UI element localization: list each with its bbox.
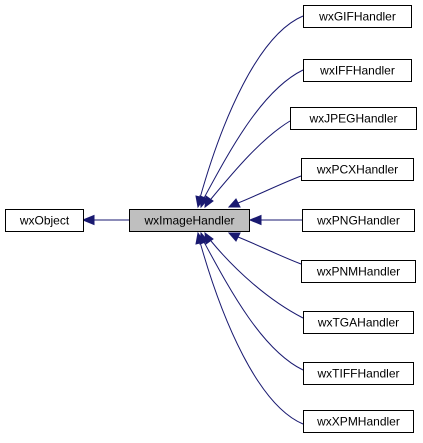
edge-wxjpeghandler-to-wximagehandler: [210, 120, 291, 200]
arrowhead-from-wxpcxhandler: [227, 198, 241, 208]
edge-wxpnmhandler-to-wximagehandler: [237, 236, 302, 265]
node-label-wxjpeghandler: wxJPEGHandler: [308, 112, 397, 126]
node-label-wxxpmhandler: wxXPMHandler: [316, 415, 400, 429]
node-label-wxpnghandler: wxPNGHandler: [316, 214, 400, 228]
node-wxpnghandler[interactable]: wxPNGHandler: [302, 209, 415, 232]
node-wxjpeghandler[interactable]: wxJPEGHandler: [290, 107, 417, 130]
edge-wxgifhandler-to-wximagehandler: [199, 15, 304, 199]
node-label-wxtgahandler: wxTGAHandler: [317, 316, 399, 330]
arrowhead-from-wxxpmhandler: [195, 231, 205, 245]
edge-wxtgahandler-to-wximagehandler: [210, 240, 304, 319]
node-wxobject[interactable]: wxObject: [5, 209, 84, 232]
node-label-wxobject: wxObject: [19, 214, 70, 228]
node-wxgifhandler[interactable]: wxGIFHandler: [303, 5, 412, 28]
node-label-wxpnmhandler: wxPNMHandler: [316, 265, 400, 279]
edges-layer: [81, 15, 304, 425]
node-label-wxiffhandler: wxIFFHandler: [319, 64, 395, 78]
node-wxxpmhandler[interactable]: wxXPMHandler: [303, 410, 414, 433]
edge-wxxpmhandler-to-wximagehandler: [199, 241, 304, 425]
node-wximagehandler[interactable]: wxImageHandler: [129, 209, 250, 232]
edge-wxpcxhandler-to-wximagehandler: [237, 175, 302, 204]
edge-wxtiffhandler-to-wximagehandler: [203, 241, 304, 371]
arrowhead-wxobject: [81, 214, 95, 226]
node-label-wximagehandler: wxImageHandler: [143, 214, 234, 228]
node-label-wxgifhandler: wxGIFHandler: [318, 10, 396, 24]
arrowhead-from-wxjpeghandler: [204, 195, 214, 209]
node-wxpcxhandler[interactable]: wxPCXHandler: [301, 158, 414, 181]
edge-wxiffhandler-to-wximagehandler: [203, 69, 304, 199]
nodes-layer: wxObject wxImageHandler wxGIFHandler wxI…: [5, 5, 417, 433]
node-wxtgahandler[interactable]: wxTGAHandler: [303, 311, 414, 334]
node-wxpnmhandler[interactable]: wxPNMHandler: [301, 260, 416, 283]
node-label-wxtiffhandler: wxTIFFHandler: [316, 367, 399, 381]
arrowhead-from-wxpnmhandler: [227, 232, 241, 242]
arrowhead-from-wxpnghandler: [248, 214, 262, 226]
node-label-wxpcxhandler: wxPCXHandler: [316, 163, 398, 177]
node-wxtiffhandler[interactable]: wxTIFFHandler: [303, 362, 414, 385]
node-wxiffhandler[interactable]: wxIFFHandler: [303, 59, 412, 82]
